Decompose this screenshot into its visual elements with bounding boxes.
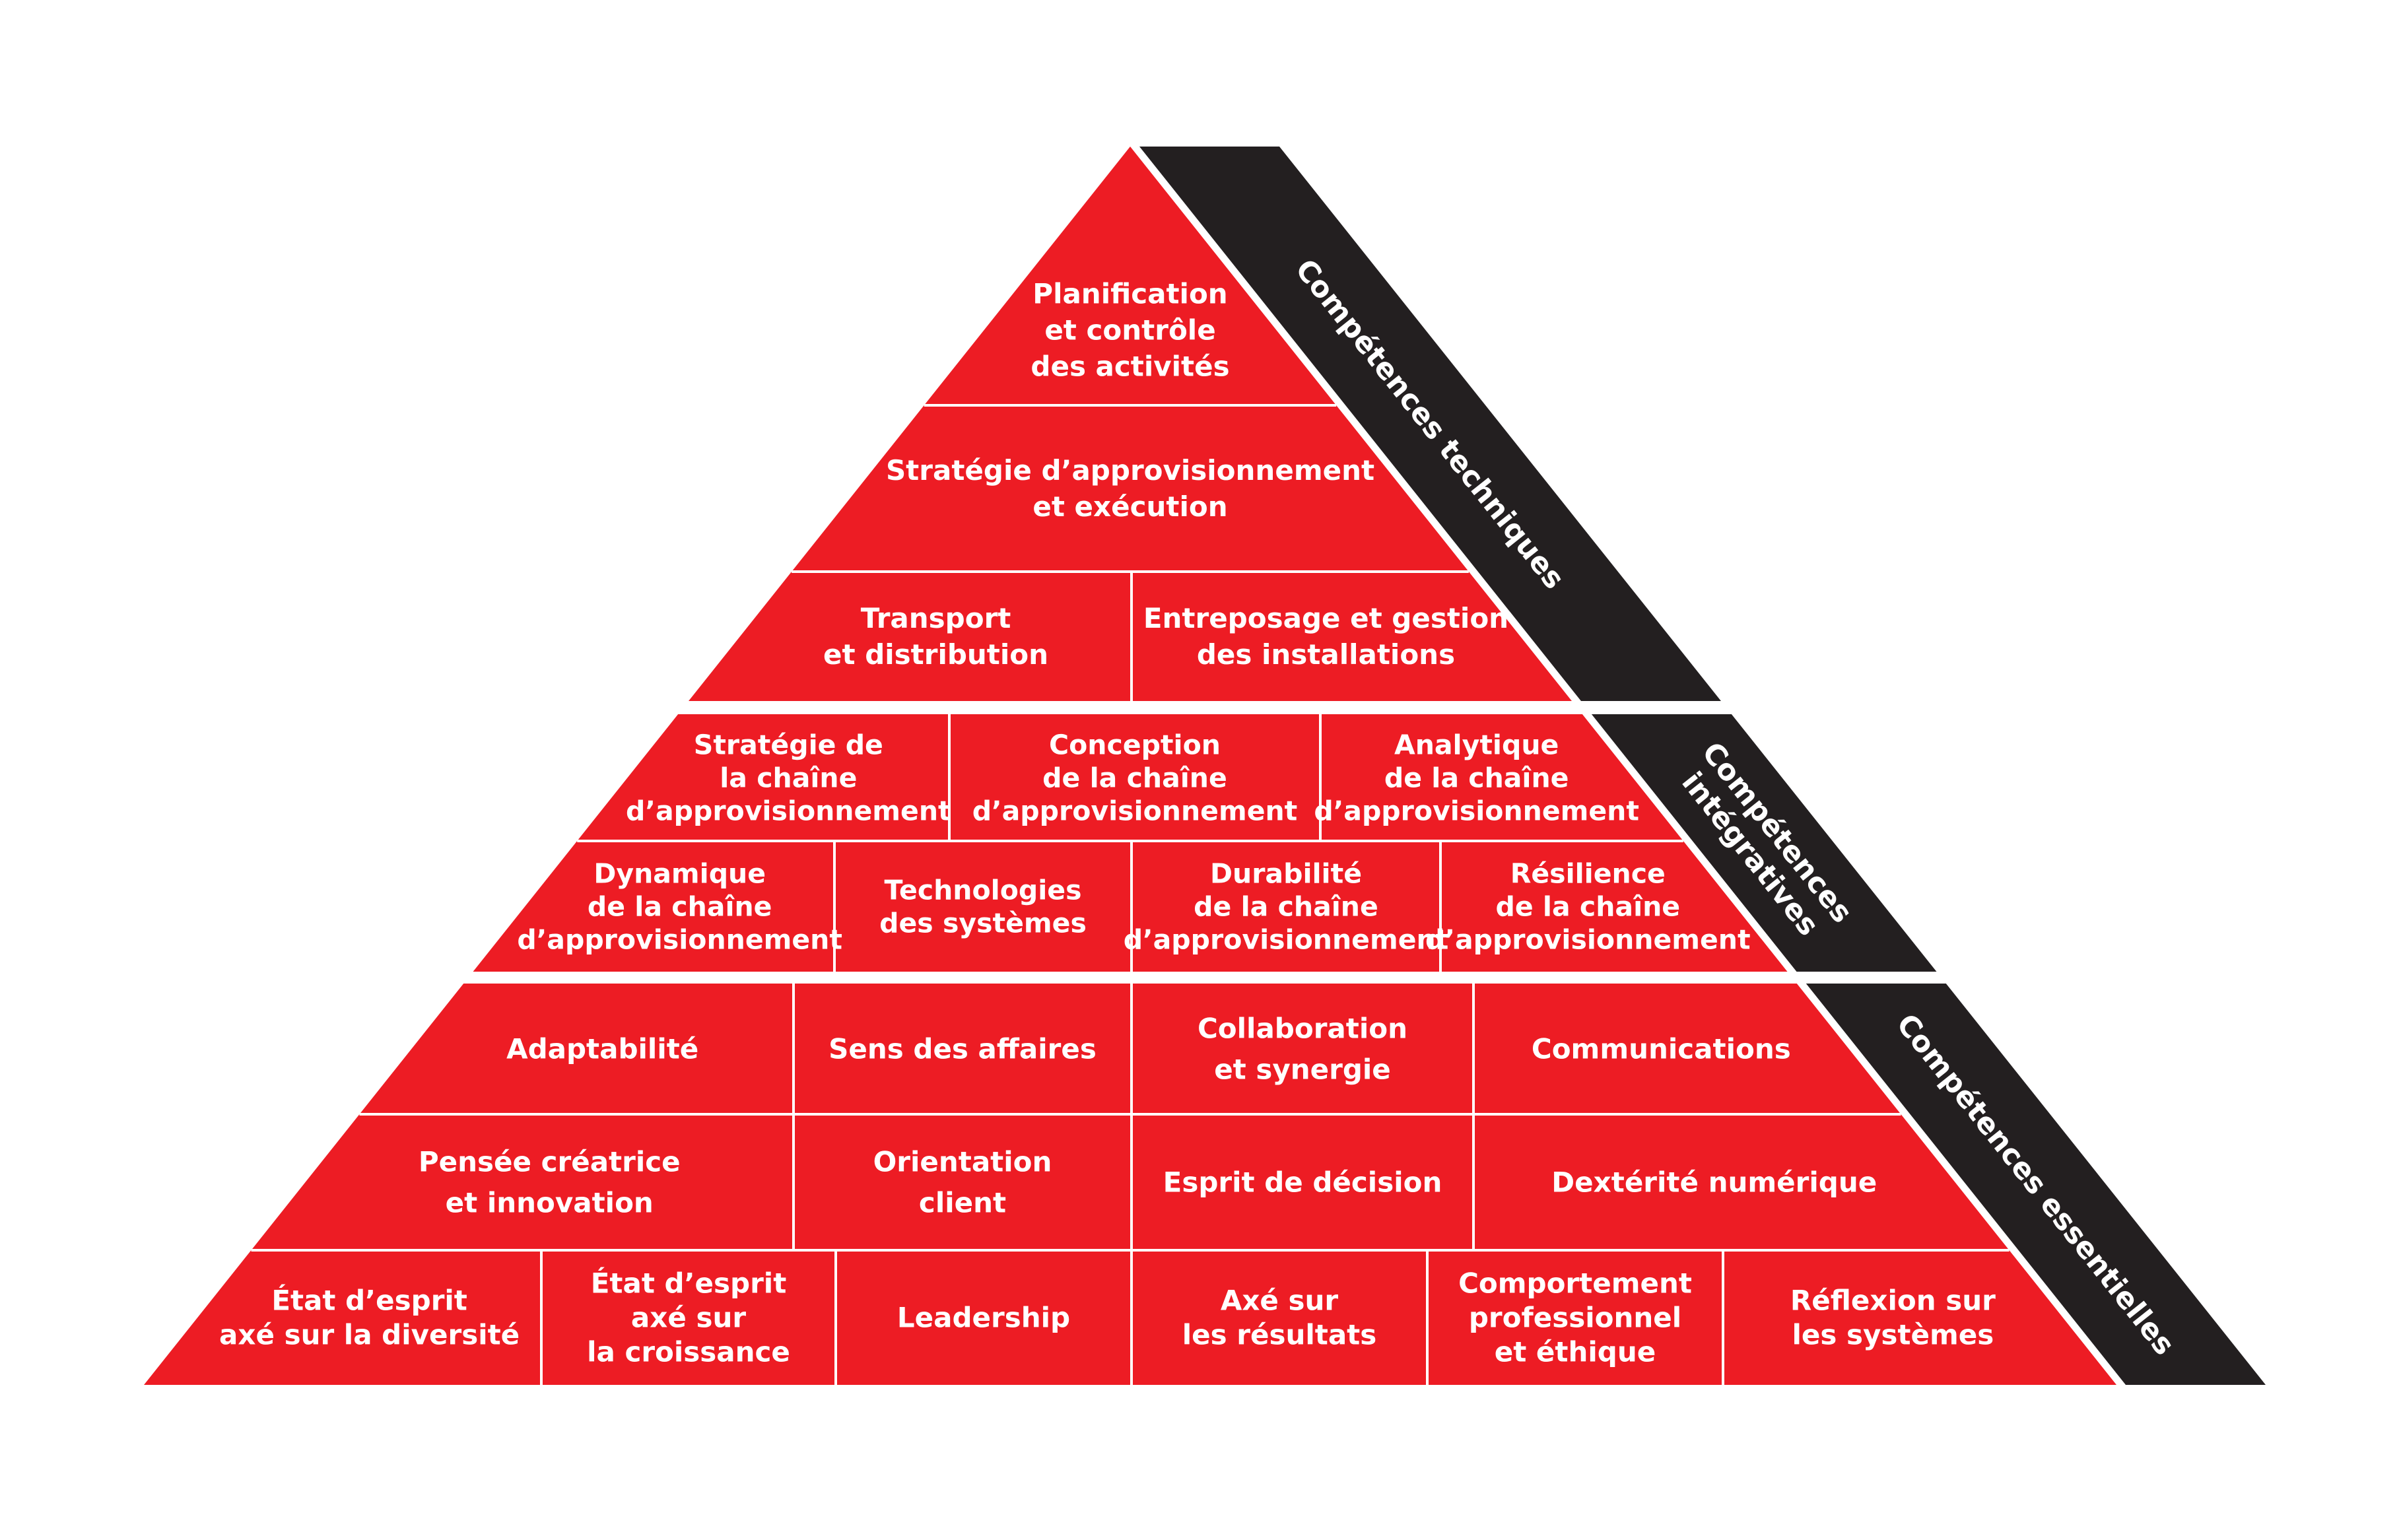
competency-label-line: Stratégie d’approvisionnement [886, 454, 1374, 486]
competency-cell-essential-row2-3: Esprit de décision [1163, 1166, 1442, 1199]
competency-label-line: d’approvisionnement [1124, 923, 1449, 955]
competency-label-line: et synergie [1214, 1054, 1391, 1086]
competency-label-line: des activités [1031, 351, 1229, 383]
competency-label-line: la croissance [587, 1336, 790, 1368]
competency-label-line: État d’esprit [271, 1284, 467, 1317]
competency-cell-essential-row3-3: Leadership [897, 1302, 1070, 1334]
competency-label-line: Stratégie de [694, 729, 883, 760]
competency-cell-technique-row3-1: Transport et distribution [823, 602, 1048, 671]
competency-label-line: et distribution [823, 638, 1048, 671]
competency-label-line: Entreposage et gestion [1143, 602, 1508, 634]
competency-cell-technique-row2-1: Stratégie d’approvisionnement et exécutio… [886, 454, 1374, 523]
competency-label-line: des installations [1197, 638, 1455, 671]
competency-label-line: Pensée créatrice [419, 1146, 681, 1178]
competency-label-line: des systèmes [879, 907, 1087, 939]
competency-label-line: et contrôle [1044, 314, 1215, 347]
competency-label-line: axé sur la diversité [219, 1319, 520, 1351]
competency-label-line: Sens des affaires [829, 1033, 1097, 1065]
pyramid-tiers: Planification et contrôle des activitésStr… [144, 147, 2116, 1385]
band-shape-integrative [1591, 714, 1937, 972]
competency-label-line: axé sur [631, 1302, 746, 1334]
competency-label-line: Durabilité [1210, 857, 1362, 889]
competency-label-line: d’approvisionnement [517, 923, 842, 955]
competency-label-line: client [919, 1187, 1006, 1219]
tier-technique: Planification et contrôle des activitésStr… [689, 147, 1572, 701]
competency-cell-essential-row1-2: Sens des affaires [829, 1033, 1097, 1065]
competency-cell-technique-row1-1: Planification et contrôle des activités [1031, 278, 1229, 383]
competency-label-line: Transport [861, 602, 1011, 634]
competency-label-line: Esprit de décision [1163, 1166, 1442, 1199]
competency-label-line: État d’esprit [591, 1267, 787, 1300]
competency-label-line: de la chaîne [588, 890, 772, 922]
competency-cell-essential-row2-4: Dextérité numérique [1551, 1166, 1877, 1199]
competency-label-line: Planification [1032, 278, 1227, 310]
competency-label-line: d’approvisionnement [1314, 795, 1639, 826]
competency-label-line: d’approvisionnement [972, 795, 1298, 826]
competency-cell-technique-row3-2: Entreposage et gestion des installations [1143, 602, 1508, 671]
competency-label-line: Adaptabilité [506, 1033, 698, 1065]
competency-label-line: Leadership [897, 1302, 1070, 1334]
tier-essential: Adaptabilité Sens des affaires Collaborati… [144, 984, 2116, 1385]
competency-label-line: les résultats [1182, 1319, 1377, 1351]
tier-shape-technique [689, 147, 1572, 701]
competency-label-line: Dextérité numérique [1551, 1166, 1877, 1199]
competency-label-line: Analytique [1394, 729, 1559, 760]
band-shape-technique [1139, 147, 1721, 701]
competency-label-line: d’approvisionnement [1425, 923, 1751, 955]
competency-cell-essential-row2-1: Pensée créatrice et innovation [419, 1146, 681, 1219]
competency-label-line: de la chaîne [1042, 762, 1227, 793]
competency-label-line: Communications [1532, 1033, 1791, 1065]
competency-label-line: professionnel [1469, 1302, 1681, 1334]
competency-label-line: Résilience [1510, 857, 1666, 889]
band-shape-essential [1806, 984, 2266, 1385]
competency-label-line: la chaîne [720, 762, 857, 793]
competency-cell-essential-row1-3: Collaboration et synergie [1198, 1013, 1407, 1086]
competency-label-line: les systèmes [1792, 1319, 1994, 1351]
competency-label-line: Technologies [884, 874, 1081, 906]
competency-cell-essential-row1-1: Adaptabilité [506, 1033, 698, 1065]
competency-label-line: et éthique [1495, 1336, 1656, 1368]
competency-label-line: Dynamique [593, 857, 766, 889]
competency-label-line: d’approvisionnement [626, 795, 951, 826]
competency-label-line: Conception [1049, 729, 1221, 760]
competency-label-line: de la chaîne [1495, 890, 1680, 922]
competency-label-line: Collaboration [1198, 1013, 1407, 1045]
competency-cell-essential-row2-2: Orientation client [873, 1146, 1052, 1219]
competency-label-line: Axé sur [1221, 1285, 1339, 1317]
competency-label-line: de la chaîne [1384, 762, 1569, 793]
competency-cell-essential-row1-4: Communications [1532, 1033, 1791, 1065]
competency-label-line: Réflexion sur [1790, 1285, 1996, 1317]
competency-label-line: de la chaîne [1194, 890, 1378, 922]
competency-label-line: et innovation [446, 1187, 654, 1219]
competency-label-line: Orientation [873, 1146, 1052, 1178]
competency-label-line: Comportement [1458, 1267, 1692, 1300]
competency-label-line: et exécution [1032, 490, 1227, 523]
